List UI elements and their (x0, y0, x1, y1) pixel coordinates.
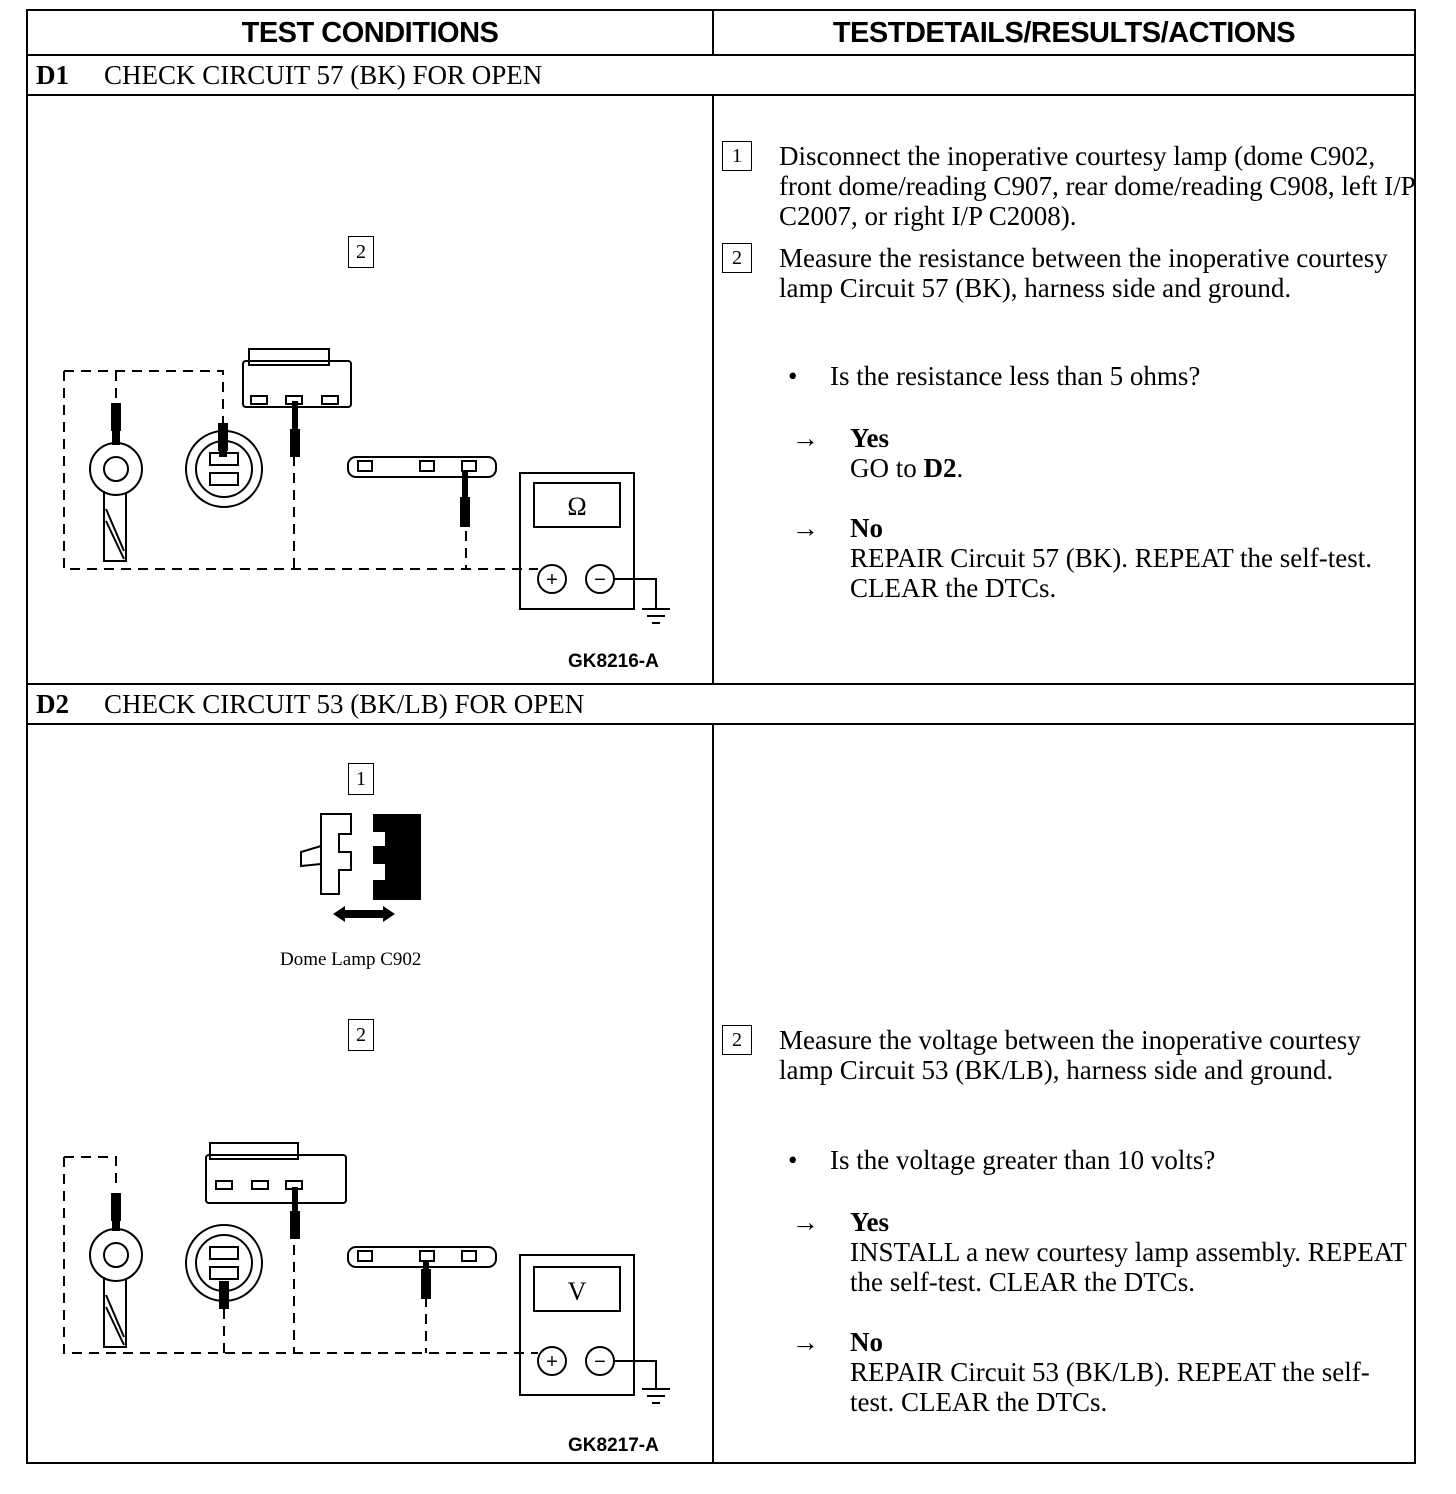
section-id-d1: D1 (36, 59, 69, 90)
test-procedure-table: TEST CONDITIONS TESTDETAILS/RESULTS/ACTI… (26, 9, 1416, 1464)
d1-step-1-text: Disconnect the inoperative courtesy lamp… (779, 141, 1415, 231)
d2-yes-text: INSTALL a new courtesy lamp assembly. RE… (850, 1237, 1407, 1297)
section-title-d2: D2 CHECK CIRCUIT 53 (BK/LB) FOR OPEN (28, 684, 584, 724)
d2-connector-disconnect-diagram (300, 813, 421, 922)
d1-title-rule (28, 94, 1414, 96)
d1-meter-symbol: Ω (567, 492, 586, 521)
d1-figure-step-box: 2 (348, 236, 374, 268)
d1-step-2-text: Measure the resistance between the inope… (779, 243, 1388, 303)
d1-no-arrow: → (792, 513, 819, 543)
d2-no-arrow: → (792, 1327, 819, 1357)
d2-divider (712, 724, 714, 1462)
d2-step-2-number: 2 (722, 1025, 752, 1055)
d1-no-label: No (850, 513, 883, 543)
section-heading-d1: CHECK CIRCUIT 57 (BK) FOR OPEN (104, 59, 543, 90)
d1-wiring-diagram: Ω + − (63, 348, 670, 624)
header-divider (712, 11, 714, 55)
d2-question: Is the voltage greater than 10 volts? (830, 1145, 1216, 1175)
header-test-conditions: TEST CONDITIONS (241, 16, 499, 49)
section-heading-d2: CHECK CIRCUIT 53 (BK/LB) FOR OPEN (104, 688, 585, 719)
d2-question-bullet: • (788, 1145, 798, 1175)
d2-meter-minus: − (594, 1351, 606, 1373)
section-title-d1: D1 CHECK CIRCUIT 57 (BK) FOR OPEN (28, 55, 542, 95)
header-rule (28, 54, 1414, 56)
d2-no-label: No (850, 1327, 883, 1357)
d1-step-1-number: 1 (722, 141, 752, 171)
d1-question: Is the resistance less than 5 ohms? (830, 361, 1201, 391)
d2-yes-label: Yes (850, 1207, 889, 1237)
d2-step-2-text: Measure the voltage between the inoperat… (779, 1025, 1361, 1085)
d1-yes-text: GO to D2. (850, 453, 964, 483)
d1-divider (712, 95, 714, 683)
d2-figure-step1-box: 1 (348, 763, 374, 795)
d1-step-2-number: 2 (722, 243, 752, 273)
d1-figure-code: GK8216-A (568, 651, 659, 672)
header-test-details: TESTDETAILS/RESULTS/ACTIONS (832, 16, 1296, 49)
d1-yes-label: Yes (850, 423, 889, 453)
d1-question-bullet: • (788, 361, 798, 391)
section-id-d2: D2 (36, 688, 69, 719)
d2-no-text: REPAIR Circuit 53 (BK/LB). REPEAT the se… (850, 1357, 1370, 1417)
d2-top-rule (28, 683, 1414, 685)
d2-figure-caption: Dome Lamp C902 (280, 949, 422, 970)
d1-meter-minus: − (594, 569, 606, 591)
d2-figure-code: GK8217-A (568, 1435, 659, 1456)
d2-meter-symbol: V (568, 1277, 587, 1306)
d1-meter-plus: + (546, 569, 558, 591)
d2-wiring-diagram: V + − (63, 1142, 670, 1404)
d1-yes-arrow: → (792, 423, 819, 453)
d2-meter-plus: + (546, 1351, 558, 1373)
d2-title-rule (28, 723, 1414, 725)
d2-yes-arrow: → (792, 1207, 819, 1237)
d2-figure-step2-box: 2 (348, 1019, 374, 1051)
d1-no-text: REPAIR Circuit 57 (BK). REPEAT the self-… (850, 543, 1372, 603)
